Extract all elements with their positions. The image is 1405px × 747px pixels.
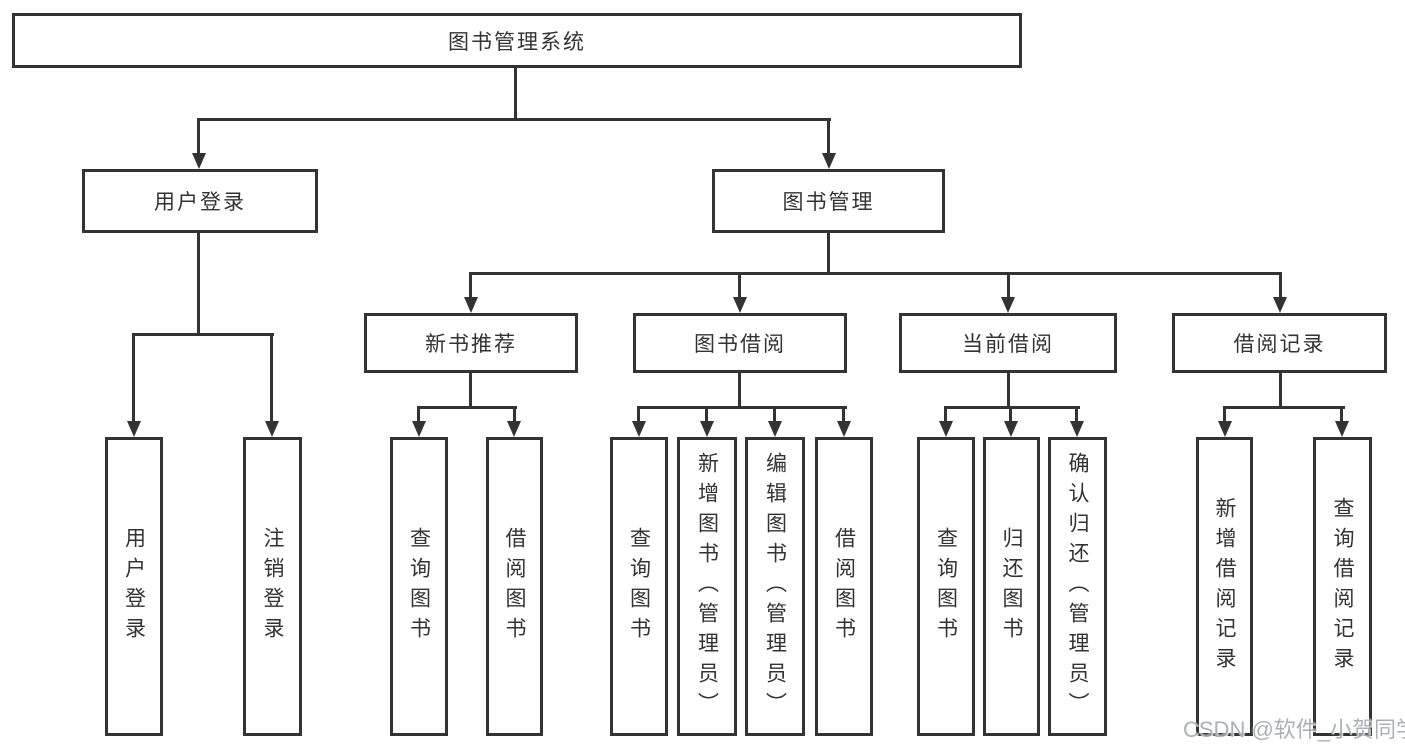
leaf-borrow-add-book-admin: 新增图书（管理员） xyxy=(677,437,737,736)
node-new-book-recommend-label: 新书推荐 xyxy=(425,333,517,356)
arrowhead-down-icon xyxy=(507,421,521,437)
leaf-record-query-record-label: 查询借阅记录 xyxy=(1331,496,1354,677)
arrowhead-down-icon xyxy=(1273,297,1287,313)
leaf-user-login-label: 用户登录 xyxy=(122,526,146,647)
arrowhead-down-icon xyxy=(700,421,714,437)
arrowhead-down-icon xyxy=(464,297,478,313)
connector-line xyxy=(1279,272,1282,298)
leaf-logout: 注销登录 xyxy=(243,437,302,736)
arrowhead-down-icon xyxy=(1070,421,1084,437)
connector-line xyxy=(469,373,472,409)
leaf-record-add-record: 新增借阅记录 xyxy=(1196,437,1253,736)
node-user-login: 用户登录 xyxy=(82,169,318,233)
arrowhead-down-icon xyxy=(127,421,141,437)
node-user-login-label: 用户登录 xyxy=(154,191,246,214)
connector-line xyxy=(637,406,640,422)
leaf-recommend-borrow-book-label: 借阅图书 xyxy=(503,526,526,647)
connector-line xyxy=(270,333,273,422)
leaf-recommend-borrow-book: 借阅图书 xyxy=(486,437,543,736)
leaf-current-query-book: 查询图书 xyxy=(917,437,975,736)
node-current-borrow: 当前借阅 xyxy=(899,313,1117,373)
node-new-book-recommend: 新书推荐 xyxy=(364,313,578,373)
leaf-borrow-query-book-label: 查询图书 xyxy=(627,526,651,647)
connector-line xyxy=(1223,406,1345,409)
connector-line xyxy=(827,118,830,154)
arrowhead-down-icon xyxy=(1001,297,1015,313)
connector-line xyxy=(1009,406,1012,422)
leaf-borrow-borrow-book-label: 借阅图书 xyxy=(832,526,856,647)
node-current-borrow-label: 当前借阅 xyxy=(962,333,1054,356)
node-book-borrow-label: 图书借阅 xyxy=(694,333,786,356)
connector-line xyxy=(469,272,472,298)
leaf-current-query-book-label: 查询图书 xyxy=(934,526,958,647)
connector-line xyxy=(197,233,200,336)
connector-line xyxy=(513,406,516,422)
node-root-label: 图书管理系统 xyxy=(448,30,586,54)
connector-line xyxy=(469,272,1282,275)
leaf-recommend-query-book: 查询图书 xyxy=(390,437,448,736)
leaf-record-query-record: 查询借阅记录 xyxy=(1313,437,1372,736)
node-book-management-label: 图书管理 xyxy=(782,191,875,214)
connector-line xyxy=(1007,373,1010,409)
arrowhead-down-icon xyxy=(1218,421,1232,437)
connector-line xyxy=(944,406,1080,409)
connector-line xyxy=(738,373,741,409)
leaf-current-return-book: 归还图书 xyxy=(983,437,1040,736)
connector-line xyxy=(514,68,517,121)
leaf-borrow-edit-book-admin-label: 编辑图书（管理员） xyxy=(763,451,787,722)
connector-line xyxy=(1007,272,1010,298)
connector-line xyxy=(705,406,708,422)
leaf-current-return-book-label: 归还图书 xyxy=(1000,526,1023,647)
leaf-borrow-add-book-admin-label: 新增图书（管理员） xyxy=(695,451,719,722)
connector-line xyxy=(132,333,274,336)
leaf-borrow-edit-book-admin: 编辑图书（管理员） xyxy=(745,437,805,736)
leaf-user-login: 用户登录 xyxy=(105,437,163,736)
connector-line xyxy=(197,118,831,121)
node-borrow-record: 借阅记录 xyxy=(1172,313,1387,373)
arrowhead-down-icon xyxy=(1004,421,1018,437)
arrowhead-down-icon xyxy=(632,421,646,437)
connector-line xyxy=(417,406,420,422)
connector-line xyxy=(1075,406,1078,422)
leaf-current-confirm-return-admin: 确认归还（管理员） xyxy=(1048,437,1107,736)
arrowhead-down-icon xyxy=(1335,421,1349,437)
leaf-recommend-query-book-label: 查询图书 xyxy=(407,526,431,647)
connector-line xyxy=(1340,406,1343,422)
watermark: CSDN @软件_小贺同学 xyxy=(1183,717,1405,742)
arrowhead-down-icon xyxy=(192,153,206,169)
leaf-current-confirm-return-admin-label: 确认归还（管理员） xyxy=(1066,451,1089,722)
arrowhead-down-icon xyxy=(837,421,851,437)
connector-line xyxy=(944,406,947,422)
connector-line xyxy=(738,272,741,298)
connector-line xyxy=(1279,373,1282,409)
leaf-borrow-query-book: 查询图书 xyxy=(610,437,668,736)
connector-line xyxy=(842,406,845,422)
connector-line xyxy=(197,118,200,154)
arrowhead-down-icon xyxy=(265,421,279,437)
arrowhead-down-icon xyxy=(822,153,836,169)
connector-line xyxy=(1223,406,1226,422)
arrowhead-down-icon xyxy=(412,421,426,437)
connector-line xyxy=(132,333,135,422)
connector-line xyxy=(417,406,517,409)
node-borrow-record-label: 借阅记录 xyxy=(1233,333,1326,356)
arrowhead-down-icon xyxy=(768,421,782,437)
leaf-record-add-record-label: 新增借阅记录 xyxy=(1213,496,1236,677)
node-book-borrow: 图书借阅 xyxy=(633,313,847,373)
leaf-logout-label: 注销登录 xyxy=(261,526,284,647)
leaf-borrow-borrow-book: 借阅图书 xyxy=(815,437,873,736)
arrowhead-down-icon xyxy=(939,421,953,437)
arrowhead-down-icon xyxy=(733,297,747,313)
connector-line xyxy=(827,233,830,275)
node-book-management: 图书管理 xyxy=(712,169,945,233)
node-root: 图书管理系统 xyxy=(12,13,1022,68)
connector-line xyxy=(637,406,847,409)
connector-line xyxy=(773,406,776,422)
